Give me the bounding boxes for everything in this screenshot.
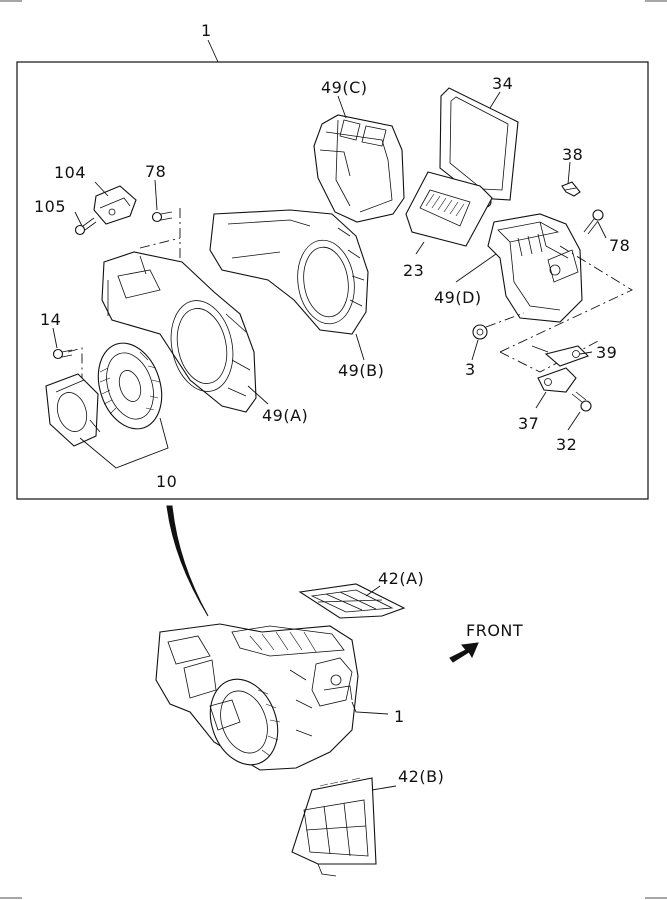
callout-39: 39 xyxy=(596,343,617,362)
callout-78-right: 78 xyxy=(609,236,630,255)
part-23-filter-box xyxy=(405,171,493,247)
exploded-view-frame xyxy=(16,61,649,500)
callout-78-left: 78 xyxy=(145,162,166,181)
part-39-link xyxy=(531,345,590,367)
part-38-clip xyxy=(561,181,581,197)
callout-49c: 49(C) xyxy=(321,78,368,97)
callout-assembly-top: 1 xyxy=(201,21,212,40)
callout-34: 34 xyxy=(492,74,513,93)
part-49a-blower-housing xyxy=(101,251,257,413)
callout-labels: 1 104 105 78 14 10 49(A) 49(B) 49(C) 34 … xyxy=(34,21,630,786)
front-direction-arrow xyxy=(449,642,479,663)
part-104-resistor xyxy=(93,185,137,225)
callout-3: 3 xyxy=(465,360,476,379)
part-3-nut xyxy=(472,324,488,340)
part-78-screw-left xyxy=(151,211,173,223)
part-49d-housing xyxy=(487,213,583,323)
part-42b-filter xyxy=(291,777,377,877)
callout-49d: 49(D) xyxy=(434,288,482,307)
part-49b-scroll-housing xyxy=(209,209,369,335)
callout-23: 23 xyxy=(403,261,424,280)
front-label: FRONT xyxy=(466,621,523,640)
part-10-blower-motor-fan xyxy=(45,342,163,447)
callout-32: 32 xyxy=(556,435,577,454)
callout-42a: 42(A) xyxy=(378,569,424,588)
assembled-hvac-unit xyxy=(155,623,359,771)
part-78-screw-right xyxy=(583,209,604,235)
callout-14: 14 xyxy=(40,310,61,329)
callout-49b: 49(B) xyxy=(338,361,384,380)
callout-105: 105 xyxy=(34,197,66,216)
callout-42b: 42(B) xyxy=(398,767,444,786)
callout-37: 37 xyxy=(518,414,539,433)
callout-104: 104 xyxy=(54,163,86,182)
part-49c-duct xyxy=(313,114,405,223)
part-42a-filter xyxy=(298,583,406,619)
callout-49a: 49(A) xyxy=(262,406,308,425)
callout-assembly-bottom: 1 xyxy=(394,707,405,726)
part-14-screw xyxy=(52,348,73,360)
leader-lines xyxy=(52,91,607,791)
part-32-screw xyxy=(571,391,592,412)
part-37-lever xyxy=(537,367,577,393)
part-105-screw xyxy=(74,217,97,236)
view-transition-arrow xyxy=(166,505,209,617)
callout-38: 38 xyxy=(562,145,583,164)
callout-10: 10 xyxy=(156,472,177,491)
